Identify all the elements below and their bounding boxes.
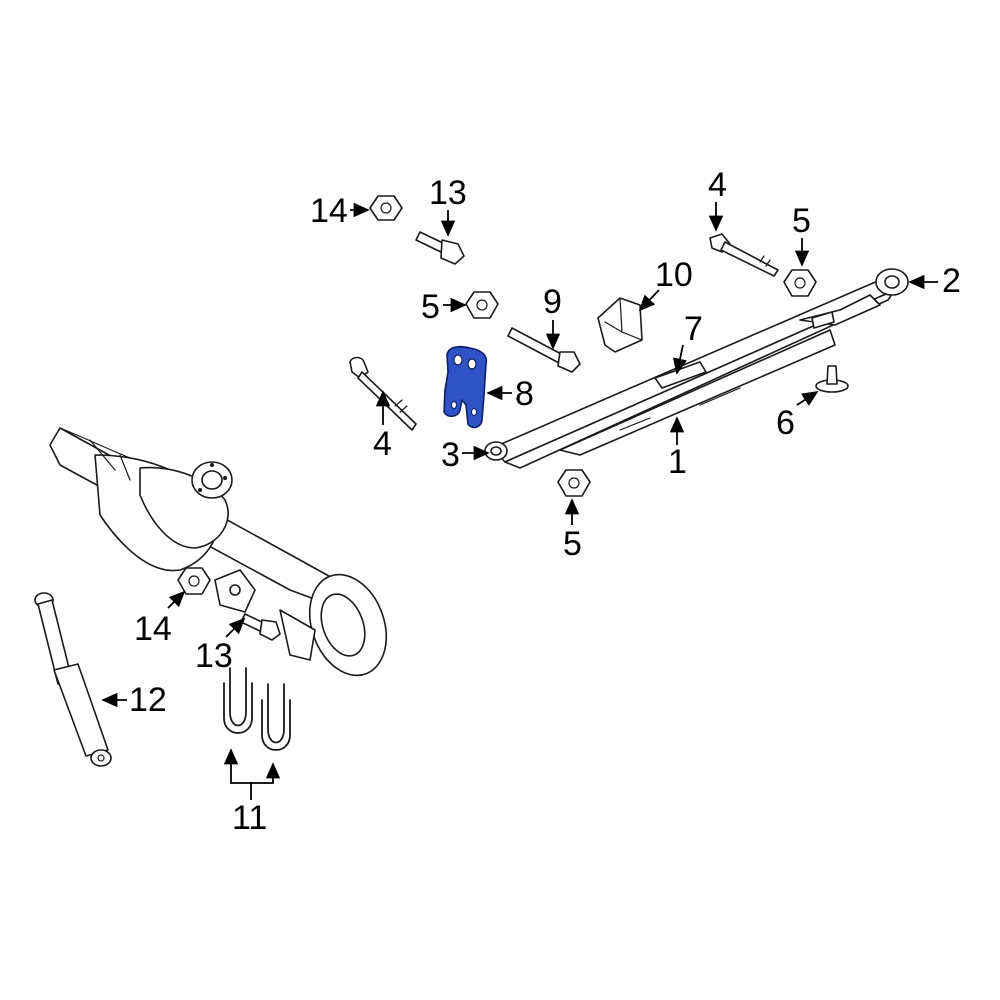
callout-12: 12: [129, 681, 167, 719]
u-bolts: [223, 667, 291, 751]
shock-absorber: [34, 592, 112, 767]
callout-13-axle: 13: [195, 637, 233, 675]
callout-11: 11: [232, 799, 267, 837]
callout-9: 9: [543, 283, 562, 321]
callout-5-right: 5: [792, 202, 811, 240]
callout-14-top: 14: [310, 192, 348, 230]
callout-labels: 1 2 3 4 4 5 5 5 6 7 8 9 10 11 12 13 13 1…: [129, 166, 961, 837]
callout-4-left: 4: [373, 425, 392, 463]
bolt-13-axle: [240, 613, 281, 641]
clip-6: [815, 365, 849, 393]
bump-stop: [597, 297, 643, 353]
callout-13-top: 13: [429, 174, 467, 212]
leader-arrows: [101, 202, 938, 800]
callout-6: 6: [776, 404, 795, 442]
callout-8: 8: [515, 375, 534, 413]
nut-5-left: [465, 291, 499, 319]
callout-4-right: 4: [708, 166, 727, 204]
bolt-13-top: [415, 231, 465, 265]
axle-housing: [49, 427, 388, 677]
callout-5-bottom: 5: [563, 525, 582, 563]
callout-1: 1: [668, 443, 687, 481]
spring-shackle-highlighted: [443, 345, 488, 429]
bolt-4-right: [709, 233, 779, 277]
callout-14-axle: 14: [134, 610, 172, 648]
callout-3: 3: [441, 436, 460, 474]
nut-14-axle: [177, 567, 211, 595]
callout-2: 2: [942, 262, 961, 300]
callout-5-left: 5: [421, 288, 440, 326]
nut-5-bottom: [557, 469, 591, 497]
callout-10: 10: [655, 256, 693, 294]
callout-7: 7: [684, 310, 703, 348]
nut-5-right: [783, 269, 817, 297]
leaf-spring: [484, 268, 909, 469]
nut-14-top: [369, 195, 403, 221]
bolt-9: [507, 327, 581, 373]
